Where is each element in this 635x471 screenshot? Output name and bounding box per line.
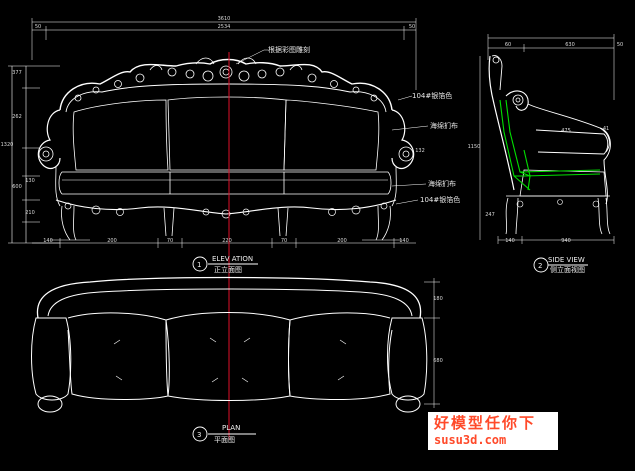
dim-bottom-2: 200 — [107, 238, 117, 244]
dim-left-leg: 210 — [25, 210, 35, 216]
plan-subtitle: 平面图 — [214, 436, 235, 444]
dim-left-back: 262 — [12, 114, 22, 120]
annotation-notes: 根据彩图雕刻 104#银箔色 海绵扪布 海绵扪布 104#银箔色 — [268, 45, 460, 204]
dim-left-offset: 50 — [35, 24, 41, 30]
view-titles: 1 ELEV ATION 正立面图 2 SIDE VIEW 侧立面视图 3 PL… — [197, 255, 585, 444]
elevation-title: ELEV ATION — [212, 255, 253, 263]
dim-side-2: 630 — [565, 42, 575, 48]
dim-left-top: 377 — [12, 70, 22, 76]
note-carving: 根据彩图雕刻 — [268, 45, 310, 54]
dim-bottom-5: 70 — [281, 238, 287, 244]
side-view-subtitle: 侧立面视图 — [550, 265, 585, 274]
dim-left-lower: 600 — [12, 184, 22, 190]
plan-marker — [192, 426, 208, 442]
side-view-title: SIDE VIEW — [548, 256, 585, 264]
dim-bottom-4: 220 — [222, 238, 232, 244]
dim-plan-2: 680 — [433, 358, 443, 364]
dim-side-bottom-2: 940 — [561, 238, 571, 244]
elevation-subtitle: 正立面图 — [214, 265, 242, 274]
dimension-labels: 3610 2534 50 50 377 262 1320 130 600 210… — [1, 16, 624, 364]
note-gold-leaf-bottom: 104#银箔色 — [420, 195, 460, 204]
dim-side-3: 50 — [617, 42, 623, 48]
plan-view — [31, 276, 440, 413]
dim-side-leg: 247 — [485, 212, 495, 218]
watermark-background — [428, 412, 558, 450]
watermark: 好模型任你下 susu3d.com — [428, 412, 558, 450]
dim-inner-width: 2534 — [218, 24, 231, 30]
side-view-number: 2 — [538, 262, 542, 270]
dim-left-seat: 130 — [25, 178, 35, 184]
note-gold-leaf-top: 104#银箔色 — [412, 91, 452, 100]
dim-plan-1: 180 — [433, 296, 443, 302]
dim-bottom-6: 200 — [337, 238, 347, 244]
view-markers — [192, 256, 588, 442]
dim-right-seat: 132 — [415, 148, 425, 154]
watermark-line-1: 好模型任你下 — [433, 414, 536, 432]
note-fabric-back: 海绵扪布 — [430, 121, 458, 130]
dim-side-height: 1150 — [468, 144, 481, 150]
elevation-view — [8, 18, 417, 248]
side-view — [479, 34, 615, 244]
dim-left-total: 1320 — [1, 142, 14, 148]
plan-title: PLAN — [222, 424, 240, 432]
dim-bottom-1: 140 — [43, 238, 53, 244]
dim-side-bottom-1: 140 — [505, 238, 515, 244]
plan-number: 3 — [197, 431, 201, 439]
note-fabric-seat: 海绵扪布 — [428, 179, 456, 188]
note-leaders — [235, 49, 429, 205]
dim-right-offset: 50 — [409, 24, 415, 30]
dim-overall-width: 3610 — [218, 16, 231, 22]
elevation-number: 1 — [197, 261, 201, 269]
dim-bottom-7: 140 — [399, 238, 409, 244]
watermark-line-2: susu3d.com — [434, 433, 506, 447]
dim-bottom-3: 70 — [167, 238, 173, 244]
dim-side-arm-h: 41 — [603, 126, 609, 132]
side-view-frame — [499, 99, 601, 191]
dim-side-1: 60 — [505, 42, 511, 48]
dim-side-arm: 475 — [561, 128, 571, 134]
elevation-marker — [192, 256, 208, 272]
